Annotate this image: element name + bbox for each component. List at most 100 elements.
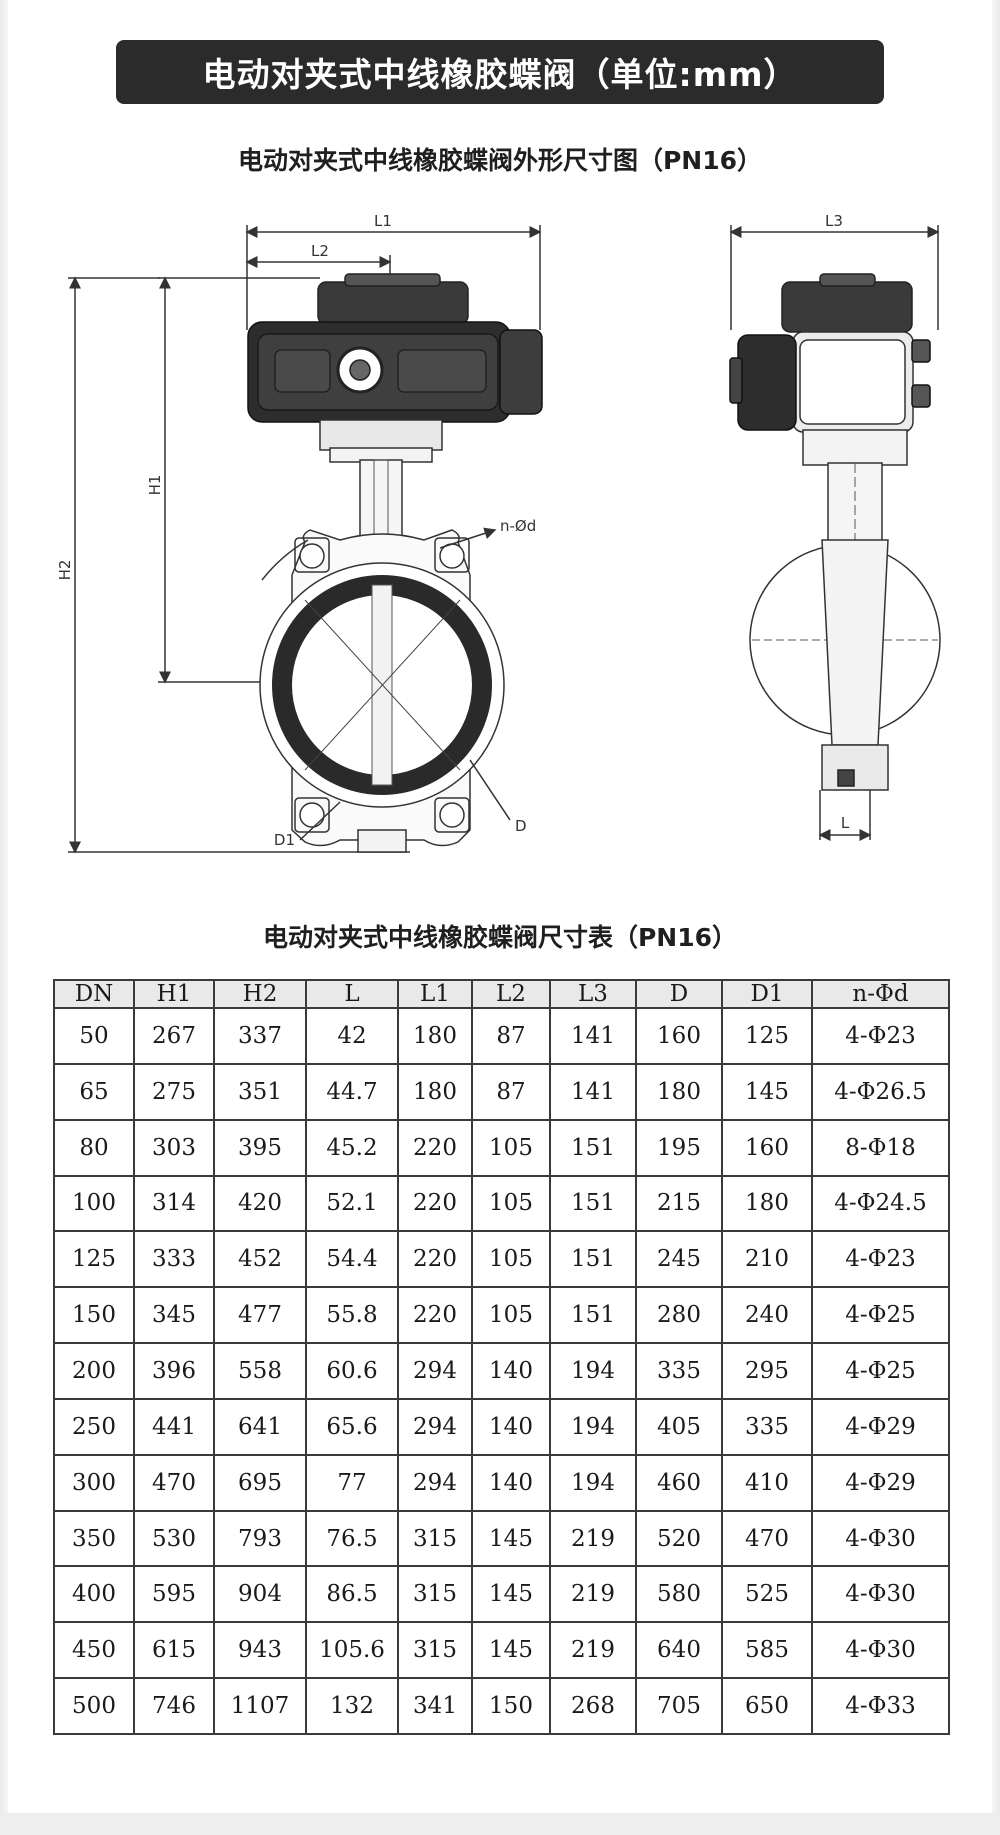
table-cell: 145	[471, 1565, 551, 1624]
table-cell: 145	[471, 1621, 551, 1680]
table-cell: 333	[133, 1230, 215, 1289]
table-cell: 150	[53, 1286, 135, 1345]
table-cell: 65	[53, 1062, 135, 1121]
table-cell: 132	[305, 1677, 399, 1735]
col-header-l1: L1	[397, 979, 473, 1009]
table-cell: 194	[549, 1397, 637, 1456]
col-header-l2: L2	[471, 979, 551, 1009]
table-cell: 585	[721, 1621, 813, 1680]
table-cell: 50	[53, 1007, 135, 1065]
table-cell: 219	[549, 1509, 637, 1568]
front-view	[68, 225, 543, 854]
table-cell: 695	[213, 1453, 307, 1512]
table-cell: 793	[213, 1509, 307, 1568]
table-cell: 641	[213, 1397, 307, 1456]
table-cell: 395	[213, 1118, 307, 1177]
table-cell: 150	[471, 1677, 551, 1735]
label-d: D	[515, 817, 527, 835]
table-cell: 219	[549, 1621, 637, 1680]
table-cell: 4-Φ33	[811, 1677, 950, 1735]
table-cell: 650	[721, 1677, 813, 1735]
table-cell: 470	[721, 1509, 813, 1568]
table-cell: 200	[53, 1342, 135, 1400]
label-l: L	[841, 814, 850, 832]
table-cell: 4-Φ30	[811, 1509, 950, 1568]
table-cell: 45.2	[305, 1118, 399, 1177]
table-cell: 294	[397, 1342, 473, 1400]
table-cell: 294	[397, 1397, 473, 1456]
table-cell: 4-Φ30	[811, 1621, 950, 1680]
table-cell: 87	[471, 1062, 551, 1121]
col-header-l: L	[305, 979, 399, 1009]
table-cell: 180	[721, 1174, 813, 1233]
table-cell: 337	[213, 1007, 307, 1065]
table-cell: 4-Φ29	[811, 1397, 950, 1456]
table-cell: 300	[53, 1453, 135, 1512]
table-cell: 151	[549, 1118, 637, 1177]
col-header-d1: D1	[721, 979, 813, 1009]
table-cell: 220	[397, 1118, 473, 1177]
table-cell: 125	[53, 1230, 135, 1289]
table-cell: 151	[549, 1230, 637, 1289]
table-cell: 151	[549, 1286, 637, 1345]
table-cell: 943	[213, 1621, 307, 1680]
table-cell: 160	[721, 1118, 813, 1177]
table-cell: 44.7	[305, 1062, 399, 1121]
table-cell: 145	[471, 1509, 551, 1568]
table-cell: 220	[397, 1230, 473, 1289]
table-cell: 100	[53, 1174, 135, 1233]
table-cell: 294	[397, 1453, 473, 1512]
table-cell: 54.4	[305, 1230, 399, 1289]
table-cell: 52.1	[305, 1174, 399, 1233]
table-cell: 160	[635, 1007, 723, 1065]
table-cell: 194	[549, 1342, 637, 1400]
table-cell: 180	[397, 1062, 473, 1121]
table-cell: 250	[53, 1397, 135, 1456]
table-cell: 477	[213, 1286, 307, 1345]
label-l2: L2	[311, 242, 329, 260]
table-cell: 420	[213, 1174, 307, 1233]
table-cell: 470	[133, 1453, 215, 1512]
table-cell: 303	[133, 1118, 215, 1177]
col-header-h2: H2	[213, 979, 307, 1009]
label-h1: H1	[146, 475, 164, 496]
table-cell: 350	[53, 1509, 135, 1568]
table-cell: 335	[721, 1397, 813, 1456]
table-cell: 280	[635, 1286, 723, 1345]
table-cell: 4-Φ29	[811, 1453, 950, 1512]
table-cell: 76.5	[305, 1509, 399, 1568]
table-title: 电动对夹式中线橡胶蝶阀尺寸表（PN16）	[262, 923, 738, 952]
table-cell: 140	[471, 1453, 551, 1512]
table-cell: 345	[133, 1286, 215, 1345]
table-cell: 219	[549, 1565, 637, 1624]
table-cell: 335	[635, 1342, 723, 1400]
table-cell: 42	[305, 1007, 399, 1065]
table-cell: 315	[397, 1621, 473, 1680]
table-cell: 275	[133, 1062, 215, 1121]
valve-dimension-drawing: L1 L2 H1 H2 n-Ød D D1 L3 L	[56, 212, 941, 854]
table-cell: 705	[635, 1677, 723, 1735]
table-cell: 195	[635, 1118, 723, 1177]
table-cell: 530	[133, 1509, 215, 1568]
table-cell: 341	[397, 1677, 473, 1735]
table-cell: 315	[397, 1509, 473, 1568]
table-cell: 4-Φ25	[811, 1342, 950, 1400]
col-header-dn: DN	[53, 979, 135, 1009]
table-cell: 904	[213, 1565, 307, 1624]
page-edge-left	[0, 0, 8, 1835]
page-title: 电动对夹式中线橡胶蝶阀（单位:mm）	[202, 55, 798, 94]
label-h2: H2	[56, 560, 74, 581]
table-cell: 194	[549, 1453, 637, 1512]
table-cell: 140	[471, 1342, 551, 1400]
table-cell: 268	[549, 1677, 637, 1735]
